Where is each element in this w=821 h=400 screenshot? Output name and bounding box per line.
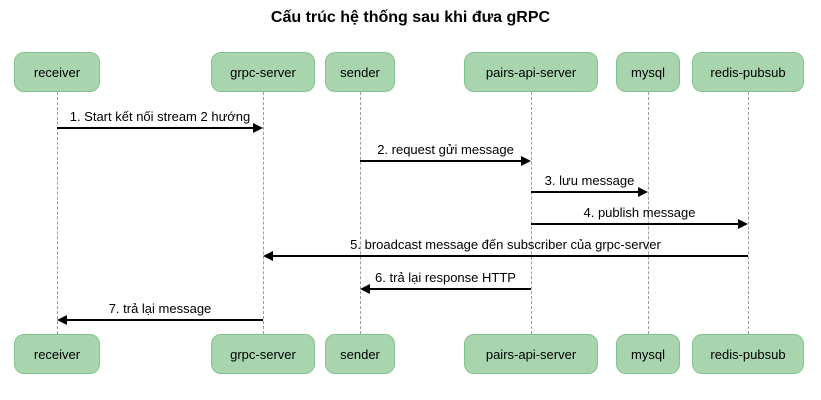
actor-top-sender: sender [325,52,395,92]
arrowhead-icon [360,284,370,294]
actor-label: mysql [631,346,665,362]
lifeline-grpc-server [263,92,264,334]
lifeline-mysql [648,92,649,334]
lifeline-pairs-api-server [531,92,532,334]
lifeline-sender [360,92,361,334]
lifeline-receiver [57,92,58,334]
actor-label: pairs-api-server [485,64,577,80]
actor-label: redis-pubsub [710,64,786,80]
actor-bottom-pairs-api-server: pairs-api-server [464,334,598,374]
actor-bottom-grpc-server: grpc-server [211,334,315,374]
message-label-2: 2. request gửi message [377,142,514,157]
actor-bottom-redis-pubsub: redis-pubsub [692,334,804,374]
message-label-6: 6. trả lại response HTTP [375,270,516,285]
message-line-3 [531,191,646,193]
message-line-2 [360,160,529,162]
message-line-7 [59,319,263,321]
actor-bottom-receiver: receiver [14,334,100,374]
actor-top-mysql: mysql [616,52,680,92]
actor-label: sender [340,346,380,362]
arrowhead-icon [521,156,531,166]
actor-label: redis-pubsub [710,346,786,362]
arrowhead-icon [738,219,748,229]
arrowhead-icon [638,187,648,197]
message-line-5 [265,255,748,257]
arrowhead-icon [57,315,67,325]
actor-label: receiver [33,346,81,362]
message-line-4 [531,223,746,225]
diagram-title: Cấu trúc hệ thống sau khi đưa gRPC [270,9,551,26]
message-label-3: 3. lưu message [544,173,635,188]
message-label-5: 5. broadcast message đến subscriber của … [350,237,661,252]
lifeline-redis-pubsub [748,92,749,334]
arrowhead-icon [263,251,273,261]
actor-label: receiver [33,64,81,80]
actor-top-receiver: receiver [14,52,100,92]
message-label-7: 7. trả lại message [108,301,212,316]
actor-label: sender [340,64,380,80]
actor-top-redis-pubsub: redis-pubsub [692,52,804,92]
actor-label: mysql [631,64,665,80]
message-line-1 [57,127,261,129]
message-label-1: 1. Start kết nối stream 2 hướng [69,109,251,124]
message-line-6 [362,288,531,290]
actor-top-grpc-server: grpc-server [211,52,315,92]
actor-bottom-sender: sender [325,334,395,374]
message-label-4: 4. publish message [583,205,696,220]
actor-bottom-mysql: mysql [616,334,680,374]
actor-top-pairs-api-server: pairs-api-server [464,52,598,92]
actor-label: pairs-api-server [485,346,577,362]
arrowhead-icon [253,123,263,133]
actor-label: grpc-server [230,346,296,362]
actor-label: grpc-server [230,64,296,80]
